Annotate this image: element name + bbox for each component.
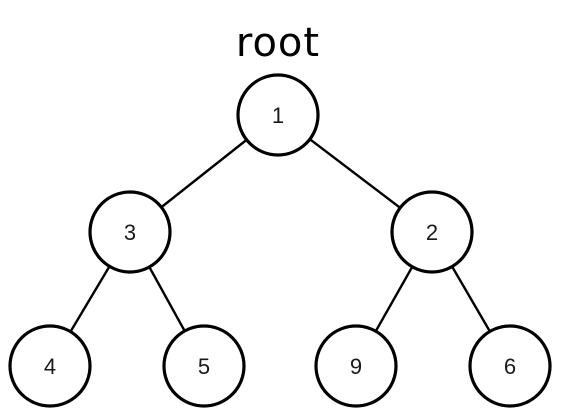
node-circle <box>468 324 552 408</box>
tree-node-5: 5 <box>162 324 246 408</box>
node-circle <box>314 324 398 408</box>
node-circle <box>236 73 320 157</box>
node-label: 9 <box>350 354 362 379</box>
node-label: 5 <box>198 354 210 379</box>
node-circle <box>162 324 246 408</box>
tree-node-9: 9 <box>314 324 398 408</box>
root-label: root <box>236 20 320 66</box>
node-circle <box>88 190 172 274</box>
nodes-group: 1 3 2 4 5 9 6 <box>8 73 552 408</box>
tree-node-2: 2 <box>390 190 474 274</box>
node-label: 6 <box>504 354 516 379</box>
node-label: 3 <box>124 220 136 245</box>
node-circle <box>8 324 92 408</box>
tree-node-3: 3 <box>88 190 172 274</box>
tree-node-6: 6 <box>468 324 552 408</box>
node-label: 1 <box>272 103 284 128</box>
node-label: 4 <box>44 354 56 379</box>
node-label: 2 <box>426 220 438 245</box>
tree-node-1: 1 <box>236 73 320 157</box>
tree-node-4: 4 <box>8 324 92 408</box>
node-circle <box>390 190 474 274</box>
